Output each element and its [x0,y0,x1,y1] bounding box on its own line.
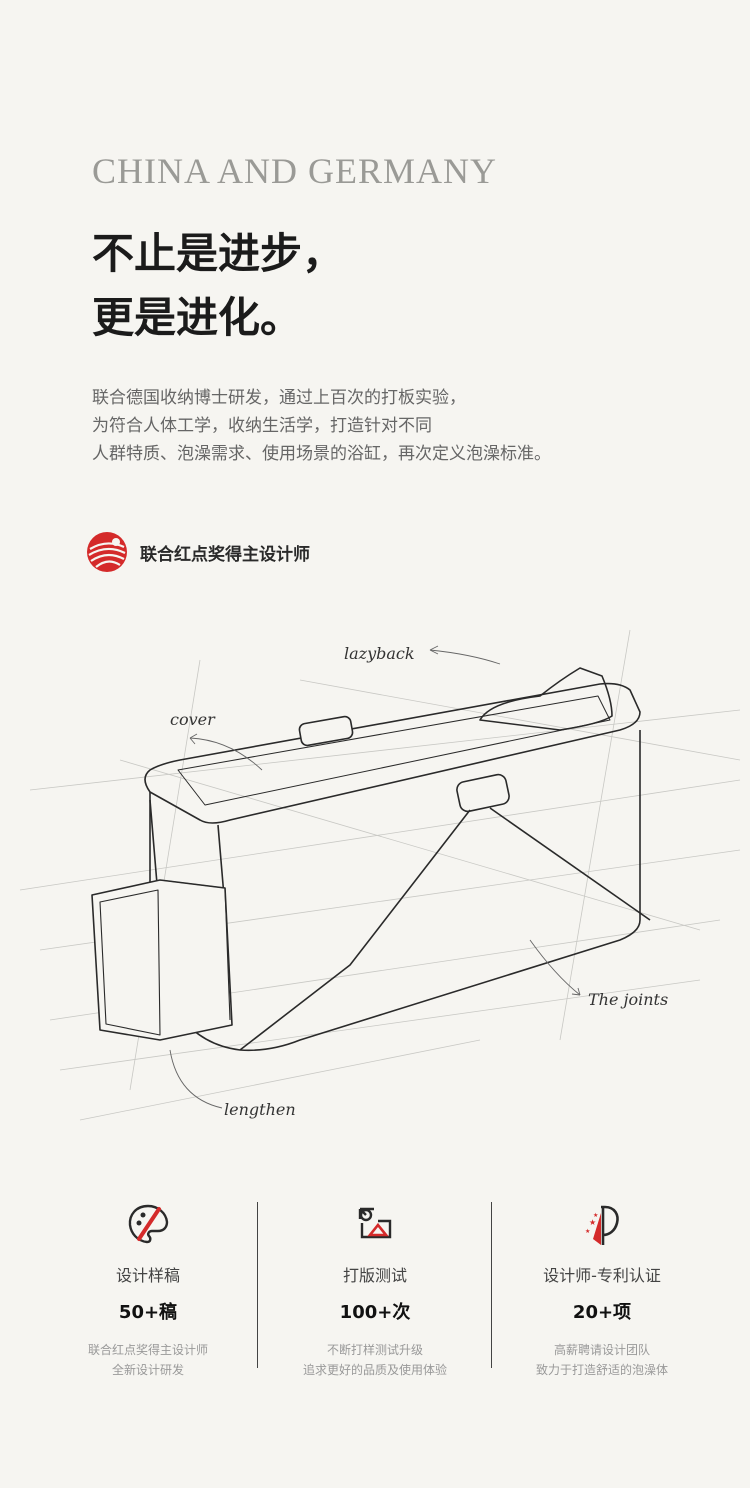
svg-text:★: ★ [585,1228,590,1235]
headline: 不止是进步， 更是进化。 [92,222,344,350]
stat-item-patent: ★ ★ ★ 设计师-专利认证 20+项 高薪聘请设计团队 致力于打造舒适的泡澡体 [485,1200,719,1380]
svg-text:★: ★ [589,1218,596,1227]
prototype-shapes-icon [358,1207,392,1239]
bathtub-sketch: lazyback cover The joints lengthen [0,620,750,1140]
stat-value: 20+项 [572,1302,632,1323]
award-badge: 联合红点奖得主设计师 [86,531,310,573]
stat-sub-line-1: 高薪聘请设计团队 [553,1343,650,1357]
stats-row: 设计样稿 50+稿 联合红点奖得主设计师 全新设计研发 打版测试 100+次 不… [0,1200,750,1377]
red-dot-award-icon [87,532,127,572]
stat-sub-line-2: 致力于打造舒适的泡澡体 [535,1363,668,1377]
description-line-1: 联合德国收纳博士研发，通过上百次的打板实验， [92,388,466,408]
stat-value: 100+次 [339,1302,411,1323]
stat-sub-line-2: 追求更好的品质及使用体验 [302,1363,447,1377]
patent-certified-icon: ★ ★ ★ [585,1205,619,1245]
description-line-3: 人群特质、泡澡需求、使用场景的浴缸，再次定义泡澡标准。 [92,444,551,464]
description-line-2: 为符合人体工学，收纳生活学，打造针对不同 [92,416,432,436]
stat-sub-line-1: 不断打样测试升级 [326,1343,423,1357]
stat-sub-line-2: 全新设计研发 [111,1363,184,1377]
description: 联合德国收纳博士研发，通过上百次的打板实验， 为符合人体工学，收纳生活学，打造针… [92,384,551,468]
stat-label: 设计样稿 [115,1266,180,1285]
headline-line-1: 不止是进步， [92,229,345,278]
sketch-label-joints: The joints [588,990,669,1009]
eyebrow-title: CHINA AND GERMANY [92,151,498,191]
stat-value: 50+稿 [118,1302,178,1323]
sketch-label-lazyback: lazyback [344,644,415,663]
stat-item-design: 设计样稿 50+稿 联合红点奖得主设计师 全新设计研发 [31,1200,265,1380]
sketch-label-lengthen: lengthen [224,1100,296,1119]
sketch-label-cover: cover [170,710,215,729]
stats-divider-1 [257,1202,258,1368]
stat-label: 设计师-专利认证 [543,1266,661,1285]
stat-label: 打版测试 [342,1266,407,1285]
design-palette-icon [128,1204,169,1244]
award-text: 联合红点奖得主设计师 [140,544,310,565]
headline-line-2: 更是进化。 [92,293,303,342]
stat-item-prototype: 打版测试 100+次 不断打样测试升级 追求更好的品质及使用体验 [258,1200,492,1380]
stat-sub-line-1: 联合红点奖得主设计师 [87,1343,208,1357]
stats-divider-2 [491,1202,492,1368]
svg-text:★: ★ [593,1212,598,1219]
bathtub-sketch-drawing [19,629,741,1121]
